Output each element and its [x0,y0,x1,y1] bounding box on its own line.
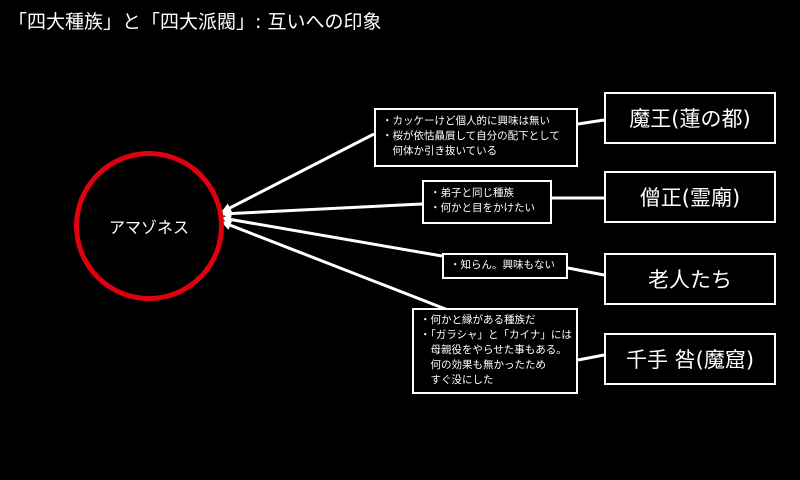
note-line: ・知らん。興味もない [450,259,555,271]
faction-label: 老人たち [648,268,732,292]
faction-box-4: 千手 咎(魔窟) [604,333,776,385]
faction-box-3: 老人たち [604,253,776,305]
faction-label: 魔王(蓮の都) [629,107,751,131]
note-line: ・「ガラシャ」と「カイナ」には [420,329,572,341]
note-box-1: ・カッケーけど個人的に興味は無い ・桜が依怙贔屓して自分の配下として 何体か引き… [374,108,578,167]
connector-faction-3 [567,266,605,277]
note-box-2: ・弟子と同じ種族 ・何かと目をかけたい [422,180,552,224]
note-line: ・桜が依怙贔屓して自分の配下として [382,130,560,142]
center-label: アマゾネス [108,218,189,237]
faction-box-1: 魔王(蓮の都) [604,92,776,144]
page-title: 「四大種族」と「四大派閥」: 互いへの印象 [8,11,382,33]
arrow-to-center-2 [221,202,423,219]
note-line: ・何かと縁がある種族だ [420,314,536,326]
arrow-to-center-1 [221,132,375,214]
connector-faction-4 [577,353,605,362]
note-line: すぐ没にした [420,374,494,386]
note-line: ・弟子と同じ種族 [430,187,514,199]
note-box-4: ・何かと縁がある種族だ ・「ガラシャ」と「カイナ」には 母親役をやらせた事もある… [412,308,578,394]
note-line: ・カッケーけど個人的に興味は無い [382,115,550,127]
connector-faction-1 [577,118,605,126]
arrow-to-center-4 [221,220,449,312]
faction-label: 僧正(霊廟) [639,186,741,210]
center-node-amazoness: アマゾネス [74,151,224,301]
note-line: 母親役をやらせた事もある。 [420,344,567,356]
note-line: ・何かと目をかけたい [430,202,535,214]
faction-box-2: 僧正(霊廟) [604,171,776,223]
note-box-3: ・知らん。興味もない [442,253,568,279]
note-line: 何の効果も無かったため [420,359,546,371]
faction-label: 千手 咎(魔窟) [625,348,755,372]
note-line: 何体か引き抜いている [382,145,498,157]
arrow-to-center-3 [221,214,443,258]
